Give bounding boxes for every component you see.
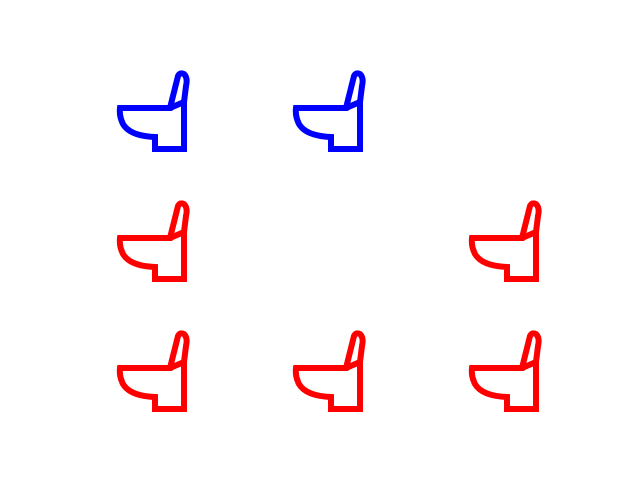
toilet-icon-graphic — [468, 200, 542, 282]
toilet-icon-outline — [468, 200, 542, 282]
toilet-icon — [292, 70, 370, 156]
toilet-icon-graphic — [468, 330, 542, 412]
toilet-icon-graphic — [292, 70, 366, 152]
toilet-icon-outline — [116, 70, 190, 152]
toilet-icon — [468, 330, 546, 416]
toilet-icon-graphic — [116, 200, 190, 282]
toilet-icon-outline — [468, 330, 542, 412]
toilet-icon — [116, 200, 194, 286]
toilet-icon-outline — [292, 330, 366, 412]
toilet-icon-graphic — [116, 330, 190, 412]
toilet-icon — [292, 330, 370, 416]
toilet-icon — [468, 200, 546, 286]
toilet-icon — [116, 330, 194, 416]
toilet-icon-outline — [292, 70, 366, 152]
toilet-icon-outline — [116, 200, 190, 282]
toilet-icon-graphic — [292, 330, 366, 412]
toilet-icon — [116, 70, 194, 156]
toilet-icon-graphic — [116, 70, 190, 152]
toilet-icon-outline — [116, 330, 190, 412]
